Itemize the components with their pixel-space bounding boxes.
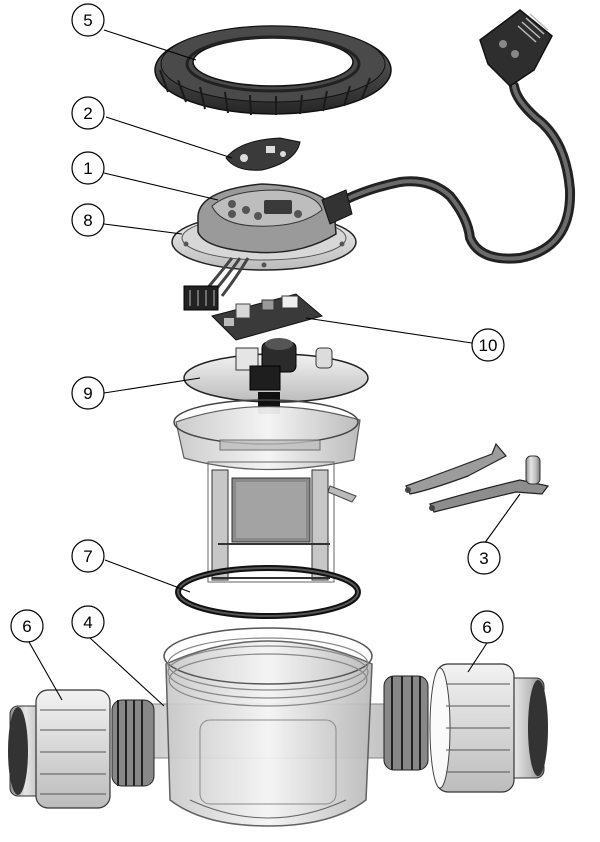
callout-label-3: 3 <box>479 549 488 568</box>
callout-label-8: 8 <box>83 211 92 230</box>
o-ring-icon <box>175 565 361 619</box>
callout-label-4: 4 <box>83 613 92 632</box>
cable-icon <box>321 81 576 264</box>
housing-icon <box>149 627 395 827</box>
callout-label-6-left: 6 <box>22 617 31 636</box>
callout-10: 10 <box>471 328 505 362</box>
callout-label-10: 10 <box>479 336 498 355</box>
callout-4: 4 <box>71 605 105 639</box>
callout-6-left: 6 <box>10 609 44 643</box>
electrode-plates <box>211 469 329 581</box>
pcb-icon <box>183 285 324 341</box>
callout-9: 9 <box>71 376 105 410</box>
callout-label-2: 2 <box>83 104 92 123</box>
callout-8: 8 <box>71 203 105 237</box>
callout-label-6-right: 6 <box>482 618 491 637</box>
lock-ring-icon <box>154 25 392 116</box>
callout-7: 7 <box>71 539 105 573</box>
callout-label-1: 1 <box>83 159 92 178</box>
label-plate-icon <box>225 137 301 171</box>
callout-5: 5 <box>71 3 105 37</box>
callout-1: 1 <box>71 151 105 185</box>
electrode-cell-icon <box>173 399 361 583</box>
callout-label-7: 7 <box>83 547 92 566</box>
callout-2: 2 <box>71 96 105 130</box>
connector-icon <box>479 9 553 87</box>
thread-left-icon <box>111 699 155 787</box>
union-left-icon <box>8 689 111 809</box>
tool-icon <box>405 442 550 513</box>
callout-3: 3 <box>467 541 501 575</box>
terminal-plate-icon <box>183 338 369 414</box>
callout-label-5: 5 <box>83 11 92 30</box>
callout-label-9: 9 <box>83 384 92 403</box>
control-head-icon <box>197 183 337 254</box>
thread-right-icon <box>383 675 429 771</box>
union-right-icon <box>429 663 548 793</box>
leader-lines <box>28 29 521 707</box>
callout-6-right: 6 <box>470 610 504 644</box>
